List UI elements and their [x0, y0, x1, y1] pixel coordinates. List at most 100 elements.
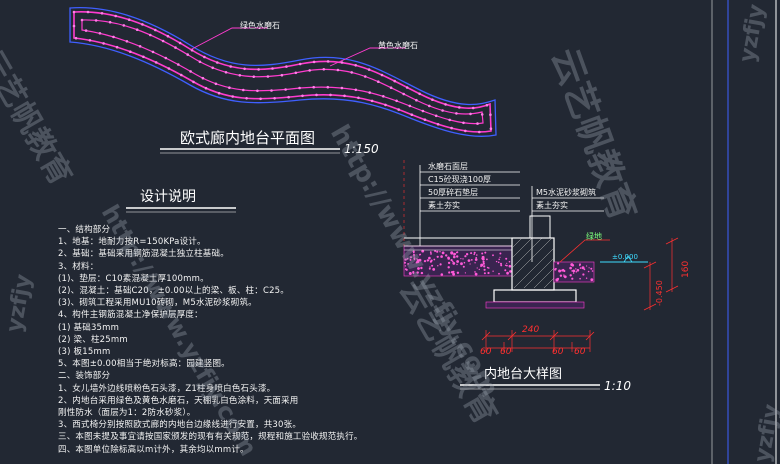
- plan-dot: [189, 70, 192, 73]
- plan-dot: [138, 45, 142, 48]
- gravel-speck: [474, 262, 476, 264]
- gravel-speck: [590, 267, 593, 270]
- plan-dot: [243, 67, 246, 71]
- gravel-speck: [413, 258, 416, 261]
- plan-dot: [231, 95, 234, 98]
- label-green-stone: 绿色水磨石: [240, 21, 280, 30]
- plan-scale: 1:150: [344, 142, 379, 156]
- label-yellow-stone: 黄色水磨石: [378, 41, 418, 50]
- plan-dot: [298, 86, 301, 90]
- gravel-speck: [469, 259, 471, 261]
- gravel-hatch: [404, 249, 512, 276]
- plan-dot: [135, 28, 139, 32]
- plan-dot: [280, 73, 284, 77]
- plan-dot: [174, 46, 177, 49]
- detail-title: 内地台大样图: [484, 367, 563, 382]
- gravel-speck: [456, 263, 458, 266]
- gravel-speck: [505, 257, 508, 260]
- gravel-speck: [576, 268, 580, 272]
- gravel-speck: [431, 264, 434, 267]
- plan-dot: [88, 39, 92, 42]
- plan-dot: [252, 75, 256, 78]
- gravel-speck: [464, 272, 466, 274]
- plan-dot: [458, 106, 461, 109]
- plan-dot: [354, 64, 358, 67]
- plan-dots: [72, 10, 493, 134]
- gravel-speck: [474, 272, 478, 276]
- plan-dot: [322, 68, 326, 71]
- gravel-speck: [509, 270, 512, 273]
- elevation-top: ±0.000: [612, 253, 638, 261]
- gravel-speck: [498, 258, 501, 261]
- gravel-speck: [462, 265, 465, 268]
- plan-dot: [455, 112, 458, 115]
- plan-dot: [370, 99, 374, 103]
- plan-dot: [480, 113, 484, 116]
- gravel-speck: [453, 255, 456, 259]
- layer-3: 50厚碎石垫层: [428, 188, 479, 197]
- gravel-speck: [439, 263, 442, 266]
- plan-dot: [421, 109, 425, 113]
- dim-height: 160: [681, 260, 691, 278]
- plan-dot: [405, 86, 409, 89]
- gravel-speck: [481, 258, 483, 260]
- plan-dot: [164, 56, 168, 60]
- gravel-speck: [405, 268, 408, 271]
- gravel-speck: [423, 260, 427, 263]
- note-line: 四、本图单位除标高以m计外，其余均以mm计。: [58, 444, 249, 455]
- plan-dot: [294, 71, 298, 75]
- plan-dot: [476, 122, 479, 125]
- gravel-speck: [413, 251, 415, 254]
- note-line: (2) 梁、柱25mm: [58, 334, 128, 345]
- gravel-speck: [484, 251, 487, 254]
- plan-dot: [245, 97, 248, 100]
- detail-footing: [493, 289, 577, 303]
- gravel-speck: [433, 258, 436, 261]
- gravel-speck: [410, 256, 412, 259]
- layer-1: 水磨石面层: [428, 162, 468, 171]
- gravel-speck: [455, 251, 458, 254]
- plan-dot: [423, 118, 427, 121]
- gravel-speck: [495, 260, 498, 263]
- note-line: 1、地基：地耐力按R=150KPa设计。: [58, 237, 206, 248]
- gravel-speck: [415, 261, 418, 264]
- gravel-speck: [483, 268, 486, 271]
- note-line: 5、本图±0.00相当于绝对标高：园建竖图。: [58, 359, 230, 370]
- note-line: 3、西式椅分别按照欧式廊的内地台边缘线进行安置，共30张。: [58, 420, 302, 431]
- gravel-speck: [475, 256, 478, 259]
- plan-dot: [418, 92, 421, 96]
- plan-dot: [151, 50, 155, 54]
- plan-dot: [180, 73, 183, 77]
- dim-60-a: 60: [480, 347, 492, 357]
- gravel-speck: [469, 263, 471, 265]
- plan-dot: [384, 103, 387, 107]
- detail-footing-base: [485, 301, 585, 309]
- plan-dot: [380, 73, 384, 77]
- plan-dot: [410, 113, 414, 116]
- plan-dot: [256, 89, 259, 93]
- plan-dot: [108, 20, 112, 24]
- gravel-speck: [453, 271, 455, 273]
- right-layer-1: M5水泥砂浆砌筑: [536, 188, 596, 197]
- gravel-speck: [572, 272, 575, 274]
- gravel-speck: [588, 267, 590, 269]
- plan-dot: [469, 112, 472, 116]
- gravel-speck: [447, 261, 451, 265]
- gravel-speck: [460, 258, 462, 260]
- plan-dot: [114, 14, 117, 18]
- plan-dot: [94, 19, 98, 22]
- gravel-speck: [487, 271, 490, 275]
- dim-60-b: 60: [500, 347, 512, 357]
- plan-dot: [167, 67, 171, 70]
- gravel-speck: [462, 258, 464, 260]
- plan-dot: [80, 18, 84, 22]
- plan-dot: [350, 71, 354, 74]
- plan-dot: [298, 62, 302, 66]
- note-line: 一、结构部分: [58, 225, 111, 235]
- gravel-speck: [591, 270, 594, 272]
- plan-dot: [257, 68, 260, 71]
- plan-dot: [441, 109, 444, 112]
- gravel-speck: [413, 253, 415, 256]
- plan-dot: [354, 88, 358, 92]
